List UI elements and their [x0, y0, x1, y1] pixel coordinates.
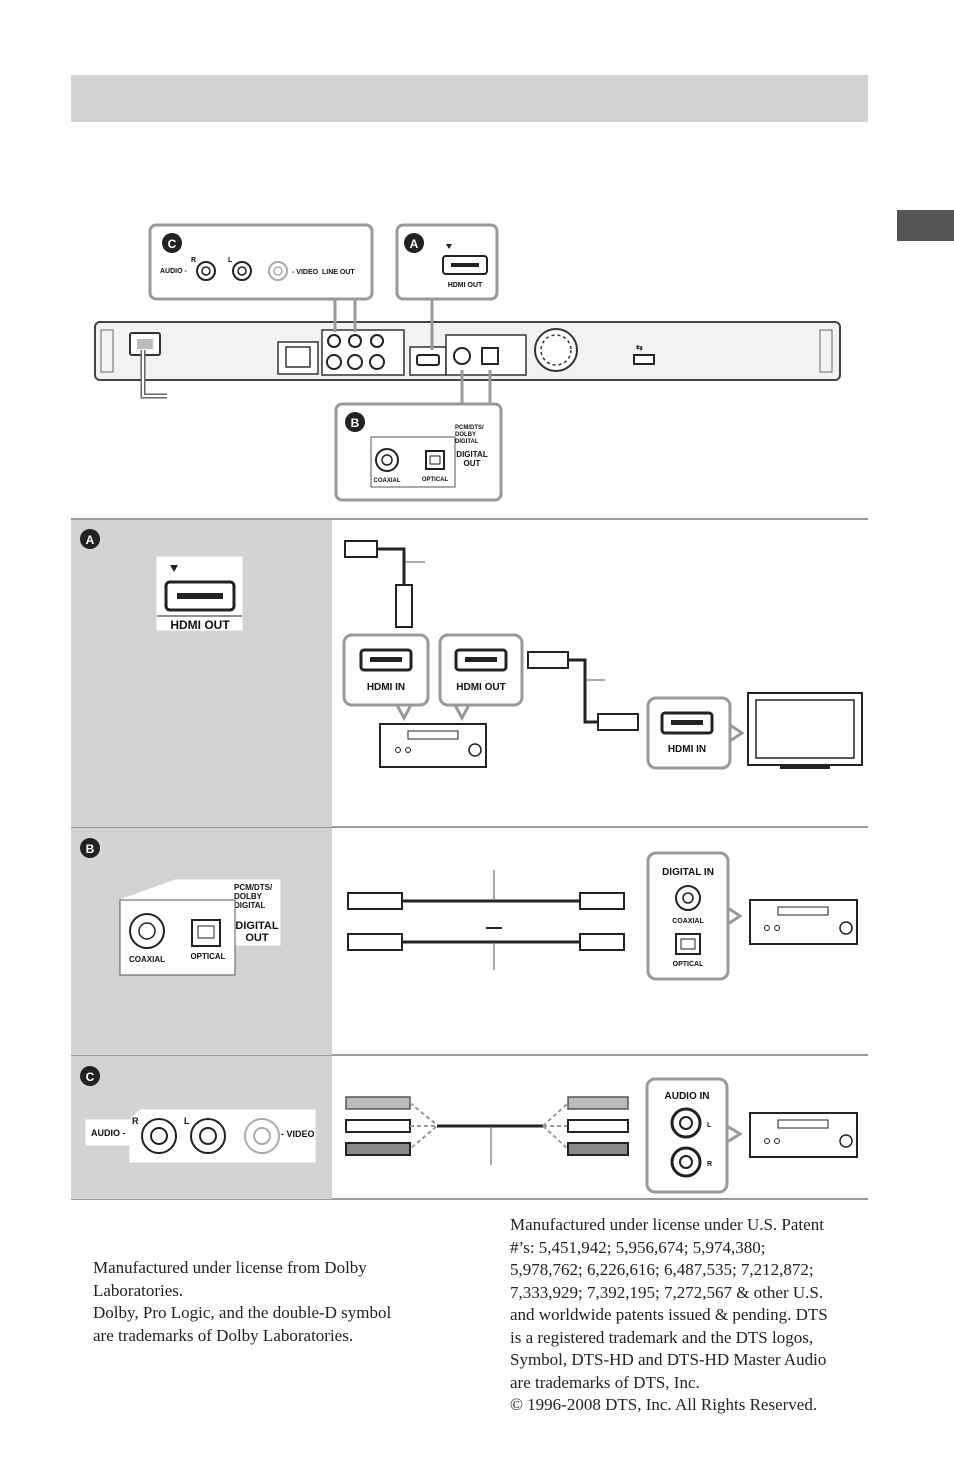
panel-c-lineout-closeup: C AUDIO - R L - VIDEO LINE OUT — [148, 223, 374, 301]
digital-in-label: DIGITAL IN — [662, 867, 714, 878]
av-receiver-icon — [379, 723, 487, 768]
av-receiver-icon-c — [749, 1112, 858, 1158]
b-dolby-label: DOLBY — [455, 432, 476, 438]
panel-b-digital-closeup: B PCM/DTS/ DOLBY DIGITAL DIGITAL OUT COA… — [334, 402, 503, 502]
dolby-license-text: Manufactured under license from Dolby La… — [93, 1258, 392, 1345]
badge-a — [404, 233, 424, 253]
dts-license-text: Manufactured under license under U.S. Pa… — [510, 1215, 828, 1414]
row-b-digital-out-1: DIGITAL — [235, 920, 278, 932]
b-coaxial-label: COAXIAL — [374, 478, 401, 484]
row-c-analog: C AUDIO - R L - VIDEO AUDIO IN L R — [80, 1066, 858, 1194]
row-c-video: - VIDEO — [281, 1129, 315, 1139]
b-optical-label: OPTICAL — [422, 477, 449, 483]
badge-c — [162, 233, 182, 253]
row-b-dolby: DOLBY — [234, 892, 263, 901]
row-a-hdmi-out: HDMI OUT — [170, 618, 230, 632]
side-tab-marker — [897, 210, 954, 241]
c-r-label: R — [191, 257, 196, 264]
c-audio-label: AUDIO - — [160, 268, 188, 275]
audio-in-l: L — [707, 1122, 712, 1129]
b-pcm-label: PCM/DTS/ — [455, 425, 484, 431]
badge-c-letter: C — [168, 237, 177, 251]
receiver-hdmi-out: HDMI OUT — [456, 682, 505, 693]
receiver-hdmi-in: HDMI IN — [367, 682, 405, 693]
c-lineout-label: LINE OUT — [322, 269, 355, 276]
a-hdmi-out-label: HDMI OUT — [448, 282, 483, 289]
row-c-audio: AUDIO - — [91, 1128, 126, 1138]
svg-text:⇆: ⇆ — [636, 343, 643, 352]
c-video-label: - VIDEO — [292, 269, 319, 276]
tv-icon — [747, 692, 863, 769]
badge-a-letter: A — [410, 237, 419, 251]
row-b-digital-out-2: OUT — [245, 932, 269, 944]
row-b-pcm: PCM/DTS/ — [234, 883, 273, 892]
badge-b-letter: B — [351, 416, 360, 430]
row-a-letter: A — [86, 533, 95, 547]
row-b-coaxial: COAXIAL — [129, 955, 165, 964]
row-b-optical: OPTICAL — [190, 952, 225, 961]
panel-a-hdmi-closeup: A HDMI OUT — [395, 223, 499, 301]
tv-hdmi-in: HDMI IN — [668, 744, 706, 755]
audio-in-r: R — [707, 1161, 712, 1168]
digital-in-optical: OPTICAL — [673, 961, 704, 968]
av-receiver-icon-b — [749, 899, 858, 945]
row-c-r: R — [132, 1116, 139, 1126]
player-rear-panel: ⇆ — [94, 321, 841, 399]
badge-b — [345, 412, 365, 432]
b-digital-out-1: DIGITAL — [456, 450, 488, 459]
b-digital-out-2: OUT — [464, 459, 481, 468]
c-l-label: L — [228, 257, 233, 264]
row-a-hdmi: A HDMI OUT HDMI IN HDMI OUT — [80, 529, 863, 770]
section-header-bar — [71, 75, 868, 122]
row-c-letter: C — [86, 1070, 95, 1084]
row-c-l: L — [184, 1116, 190, 1126]
row-b-digital: B PCM/DTS/ DOLBY DIGITAL DIGITAL OUT COA… — [80, 838, 858, 981]
audio-in-label: AUDIO IN — [665, 1091, 710, 1102]
row-b-digital: DIGITAL — [234, 901, 266, 910]
digital-in-coaxial: COAXIAL — [672, 918, 704, 925]
row-b-letter: B — [86, 842, 95, 856]
b-digital-label: DIGITAL — [455, 439, 479, 445]
